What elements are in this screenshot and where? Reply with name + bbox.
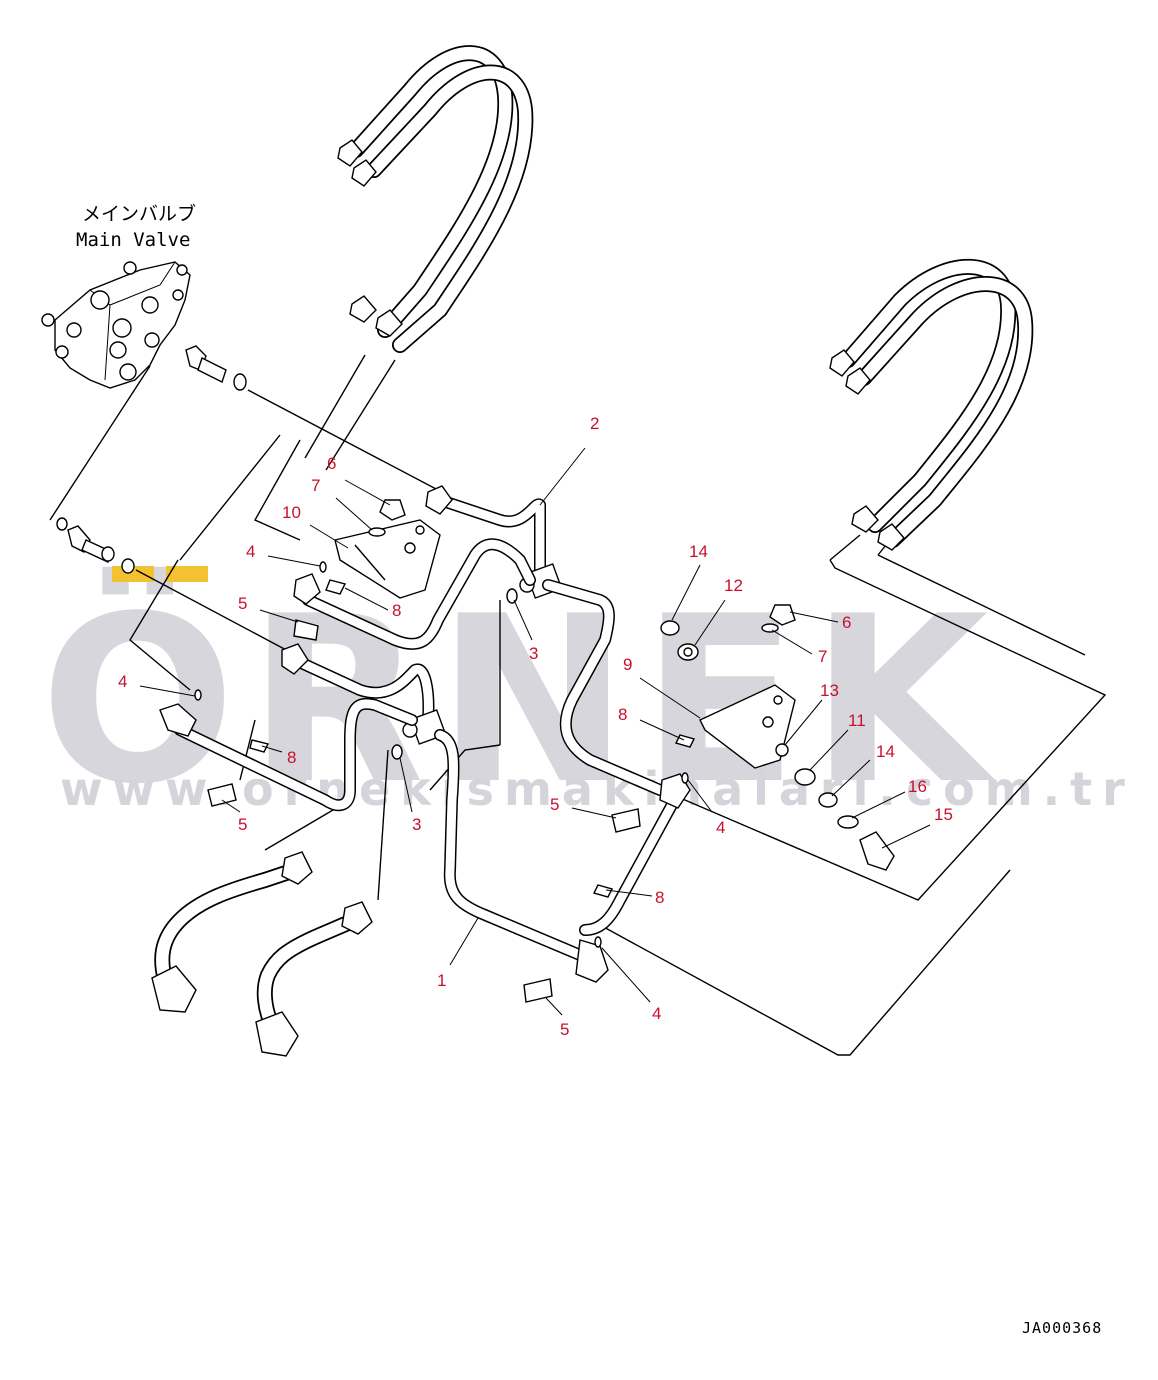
callout-6b[interactable]: 6 [842,613,851,632]
tube-2 [425,485,666,796]
callout-4b[interactable]: 4 [118,672,127,691]
callout-7b[interactable]: 7 [818,647,827,666]
callout-1[interactable]: 1 [437,971,446,990]
callout-14a[interactable]: 14 [689,542,708,561]
small-parts [194,499,895,1003]
right-hose-loop [829,258,1034,551]
callout-5c[interactable]: 5 [550,795,559,814]
valve-fittings [56,345,247,574]
callout-6a[interactable]: 6 [327,454,336,473]
callout-16[interactable]: 16 [908,777,927,796]
main-valve-label-english: Main Valve [76,229,190,251]
main-valve-label-japanese: メインバルブ [82,202,196,225]
callout-8d[interactable]: 8 [655,888,664,907]
main-valve [41,261,191,389]
callout-5b[interactable]: 5 [238,815,247,834]
callout-labels: 2 6 7 10 4 8 5 3 4 8 5 3 14 12 6 7 9 13 … [118,414,953,1039]
callout-11[interactable]: 11 [848,711,866,730]
callout-5d[interactable]: 5 [560,1020,569,1039]
callout-3b[interactable]: 3 [412,815,421,834]
callout-leaders [139,447,931,1016]
bracket-10 [334,519,441,599]
callout-5a[interactable]: 5 [238,594,247,613]
bracket-9 [699,684,796,769]
main-valve-label: メインバルブ Main Valve [76,202,196,251]
callout-14b[interactable]: 14 [876,742,895,761]
tube-1 [159,643,609,983]
callout-13[interactable]: 13 [820,681,839,700]
callout-9[interactable]: 9 [623,655,632,674]
callout-10[interactable]: 10 [282,503,301,522]
lower-hoses [151,851,373,1057]
callout-4a[interactable]: 4 [246,542,255,561]
watermark-url: www.ornekismakinalari.com.tr [60,762,1135,816]
upper-hose-loop [337,45,534,353]
callout-15[interactable]: 15 [934,805,953,824]
callout-8c[interactable]: 8 [618,705,627,724]
tube-right-branch [579,773,691,936]
watermark-accent-right [166,566,208,582]
callout-3a[interactable]: 3 [529,644,538,663]
callout-12[interactable]: 12 [724,576,743,595]
callout-4d[interactable]: 4 [652,1004,661,1023]
drawing-id: JA000368 [1022,1319,1102,1337]
callout-8b[interactable]: 8 [287,748,296,767]
callout-8a[interactable]: 8 [392,601,401,620]
callout-2[interactable]: 2 [590,414,599,433]
callout-4c[interactable]: 4 [716,818,725,837]
tube-middle [293,538,536,650]
callout-7a[interactable]: 7 [311,476,320,495]
